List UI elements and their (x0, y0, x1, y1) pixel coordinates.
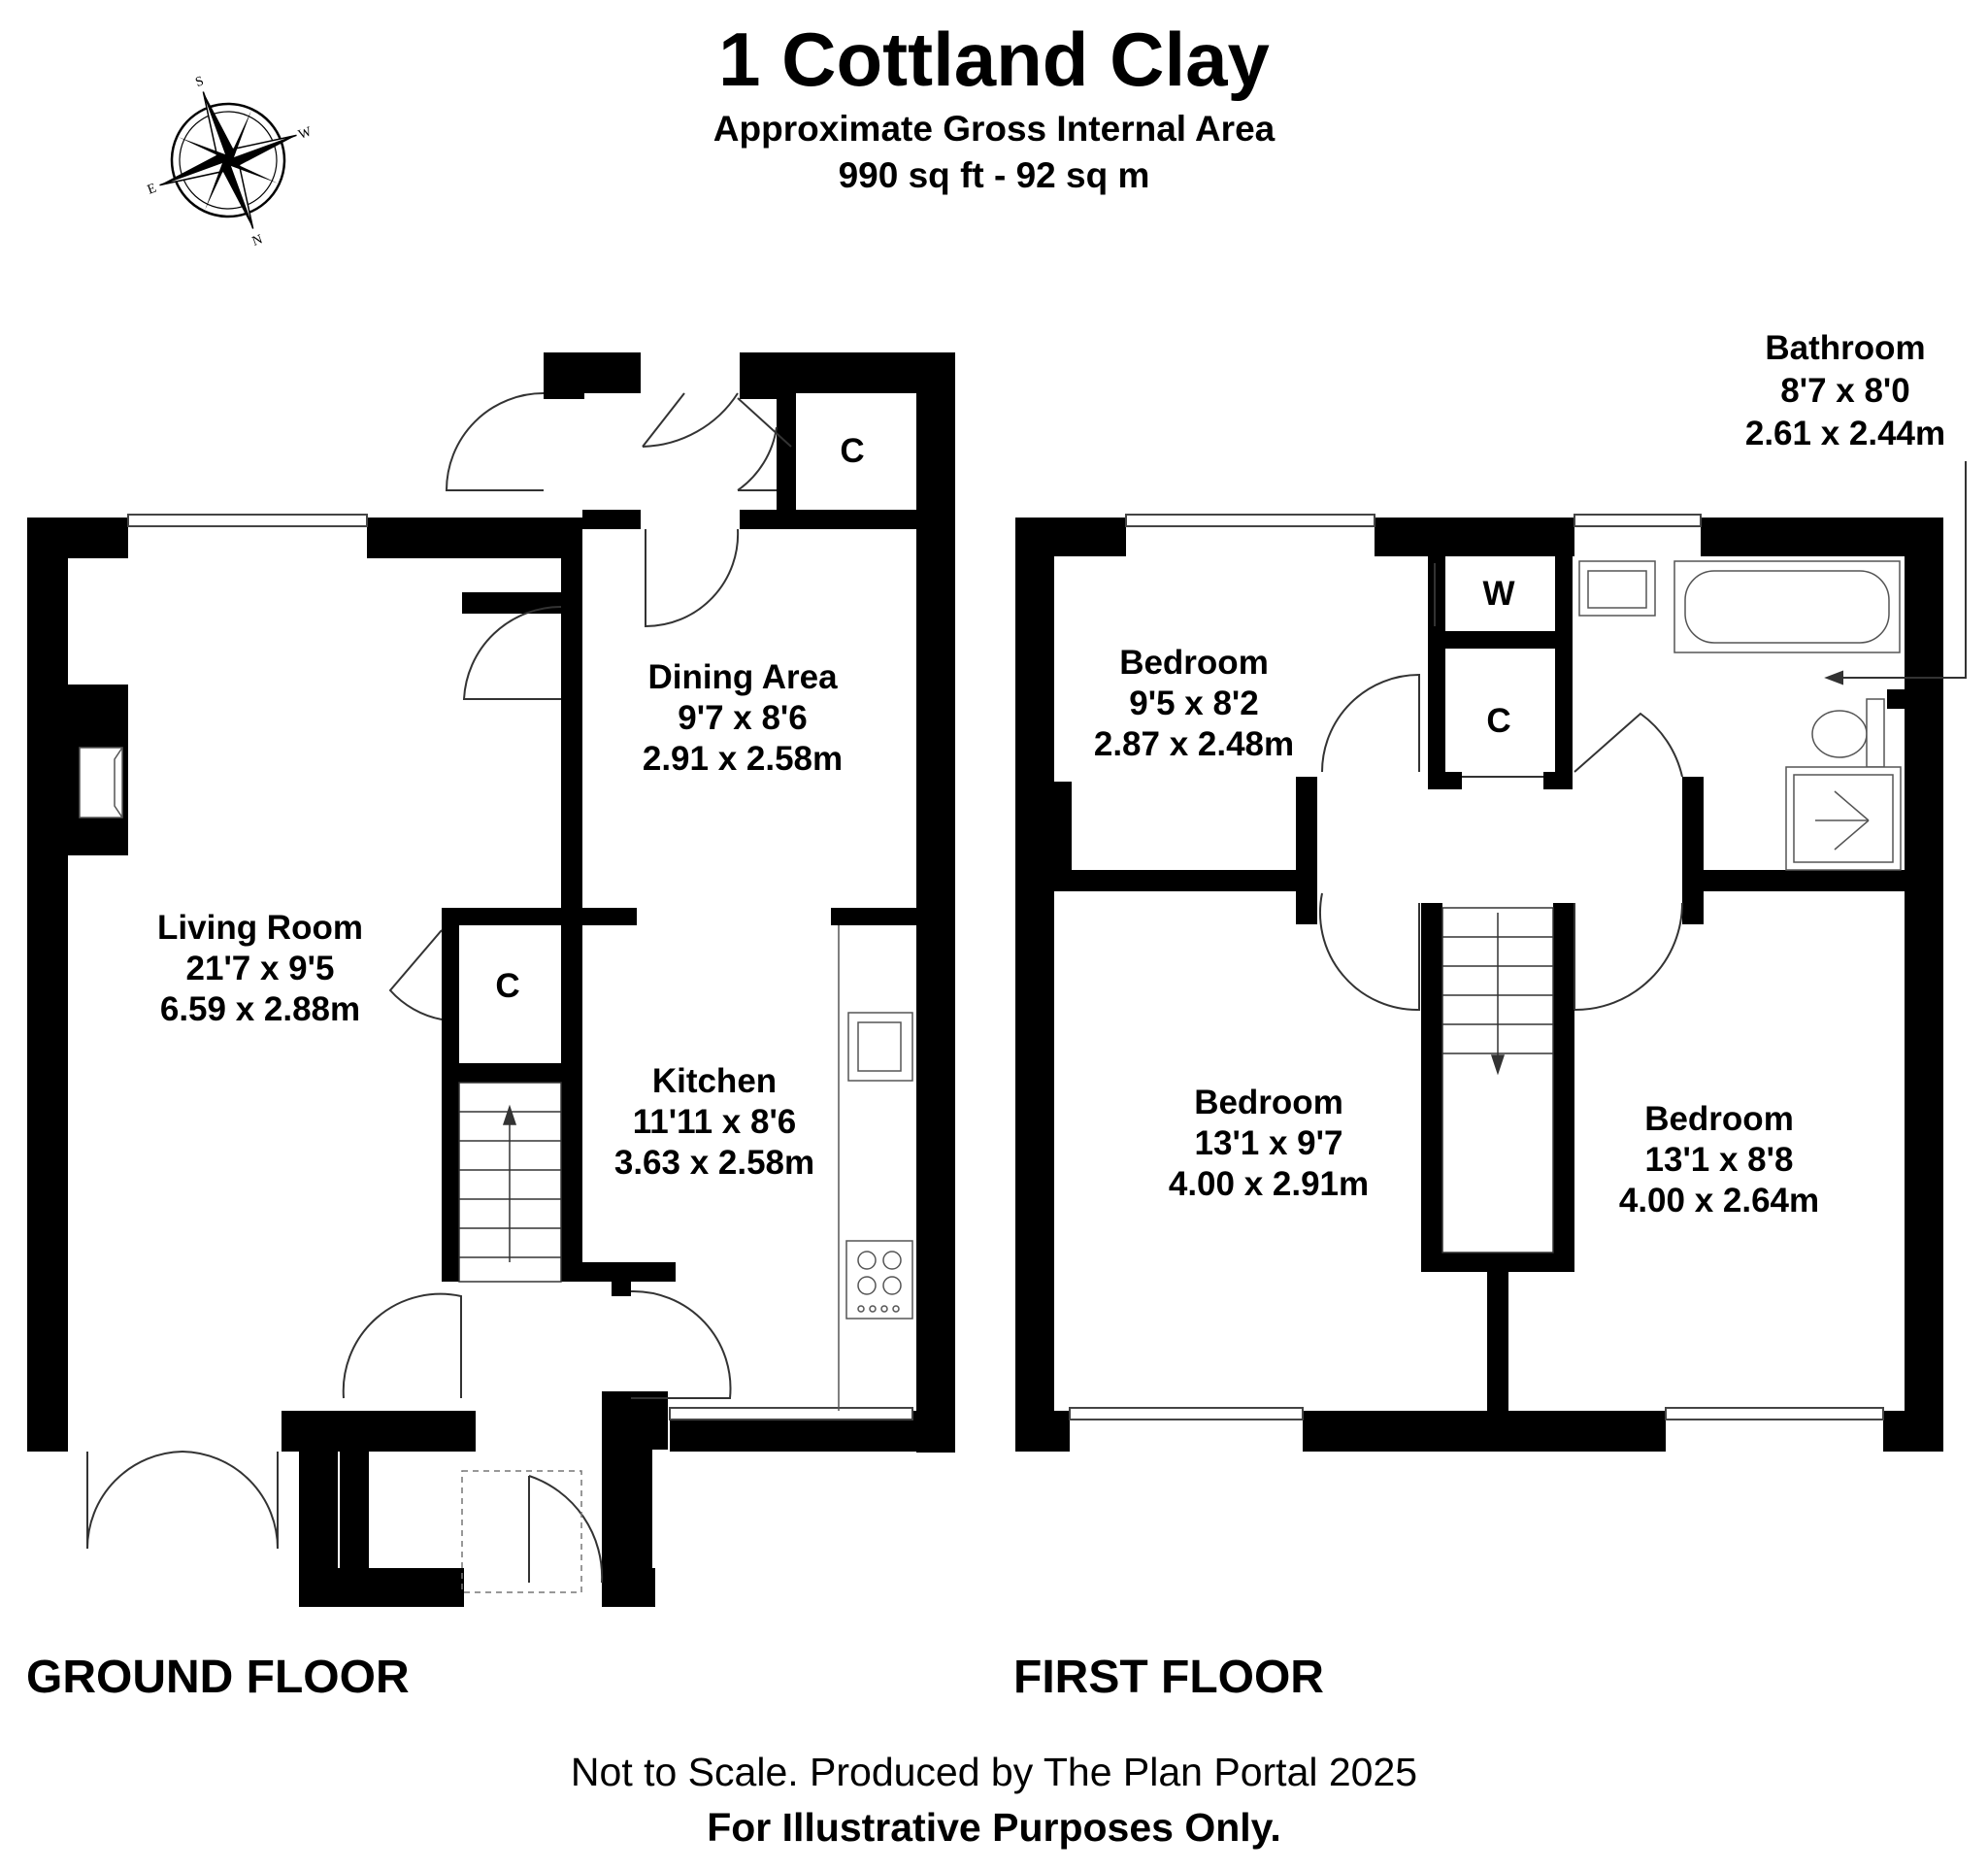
kitchen-imperial: 11'11 x 8'6 (632, 1103, 797, 1141)
bedroom-1-metric: 2.87 x 2.48m (1093, 725, 1295, 763)
bedroom-1-imperial: 9'5 x 8'2 (1129, 685, 1259, 722)
kitchen-label: Kitchen 11'11 x 8'6 3.63 x 2.58m (530, 1061, 899, 1184)
dining-area-label: Dining Area 9'7 x 8'6 2.91 x 2.58m (558, 657, 927, 780)
wardrobe-label: W (1482, 575, 1515, 613)
bathroom-metric: 2.61 x 2.44m (1744, 415, 1946, 452)
bathroom-name: Bathroom (1765, 329, 1926, 367)
ground-floor-walls (27, 352, 955, 1607)
area-label: Approximate Gross Internal Area (712, 109, 1276, 149)
living-room-name: Living Room (157, 909, 363, 947)
area-value: 990 sq ft - 92 sq m (838, 155, 1150, 195)
bathroom-callout-arrow (1824, 461, 1967, 685)
compass-letter-e: E (146, 182, 158, 198)
ground-floor-doors (86, 392, 792, 1584)
dining-area-metric: 2.91 x 2.58m (642, 740, 844, 778)
dining-area-imperial: 9'7 x 8'6 (678, 699, 808, 737)
bedroom-3-imperial: 13'1 x 8'8 (1644, 1141, 1794, 1179)
bedroom-3-metric: 4.00 x 2.64m (1618, 1182, 1820, 1219)
bedroom-2-name: Bedroom (1194, 1084, 1343, 1121)
kitchen-fixtures (838, 925, 913, 1411)
compass-letter-w: W (297, 124, 315, 143)
bathroom-label: Bathroom 8'7 x 8'0 2.61 x 2.44m (1661, 327, 1988, 455)
kitchen-metric: 3.63 x 2.58m (613, 1144, 815, 1182)
living-room-imperial: 21'7 x 9'5 (185, 950, 335, 987)
bedroom-2-metric: 4.00 x 2.91m (1168, 1165, 1370, 1203)
plan-title: 1 Cottland Clay (718, 17, 1270, 102)
bedroom-1-label: Bedroom 9'5 x 8'2 2.87 x 2.48m (1010, 643, 1378, 765)
first-floor-walls (1015, 518, 1943, 1452)
bedroom-3-label: Bedroom 13'1 x 8'8 4.00 x 2.64m (1535, 1099, 1904, 1221)
bedroom-3-name: Bedroom (1644, 1100, 1794, 1138)
ground-floor-stairs (458, 1082, 562, 1283)
dining-area-name: Dining Area (647, 658, 838, 696)
bathroom-fixtures (1578, 560, 1902, 871)
kitchen-name: Kitchen (651, 1062, 778, 1100)
porch-outline (461, 1470, 582, 1593)
living-room-label: Living Room 21'7 x 9'5 6.59 x 2.88m (76, 908, 445, 1030)
living-room-metric: 6.59 x 2.88m (159, 990, 361, 1028)
ground-floor-windows (127, 514, 913, 1420)
compass-letter-s: S (194, 74, 206, 90)
compass-letter-n: N (250, 232, 265, 250)
hob-icon (845, 1240, 913, 1320)
bedroom-2-label: Bedroom 13'1 x 9'7 4.00 x 2.91m (1084, 1083, 1453, 1205)
scale-note: Not to Scale. Produced by The Plan Porta… (570, 1750, 1418, 1794)
ground-floor-label: GROUND FLOOR (26, 1652, 410, 1703)
bedroom-1-name: Bedroom (1119, 644, 1269, 682)
disclaimer: For Illustrative Purposes Only. (707, 1805, 1281, 1850)
first-floor-stairs (1441, 907, 1554, 1253)
first-floor-doors (1319, 563, 1683, 1012)
bathroom-imperial: 8'7 x 8'0 (1780, 372, 1910, 410)
fireplace-icon (79, 747, 123, 819)
cupboard-label-landing: C (1486, 702, 1511, 740)
bedroom-2-imperial: 13'1 x 9'7 (1194, 1124, 1343, 1162)
cupboard-label-lobby: C (840, 432, 865, 470)
first-floor-label: FIRST FLOOR (1013, 1652, 1324, 1703)
toilet-icon (1811, 710, 1868, 758)
compass-rose-icon: S E N W (146, 74, 315, 250)
first-floor-windows (1069, 514, 1884, 1420)
cupboard-label-understairs: C (495, 967, 520, 1005)
